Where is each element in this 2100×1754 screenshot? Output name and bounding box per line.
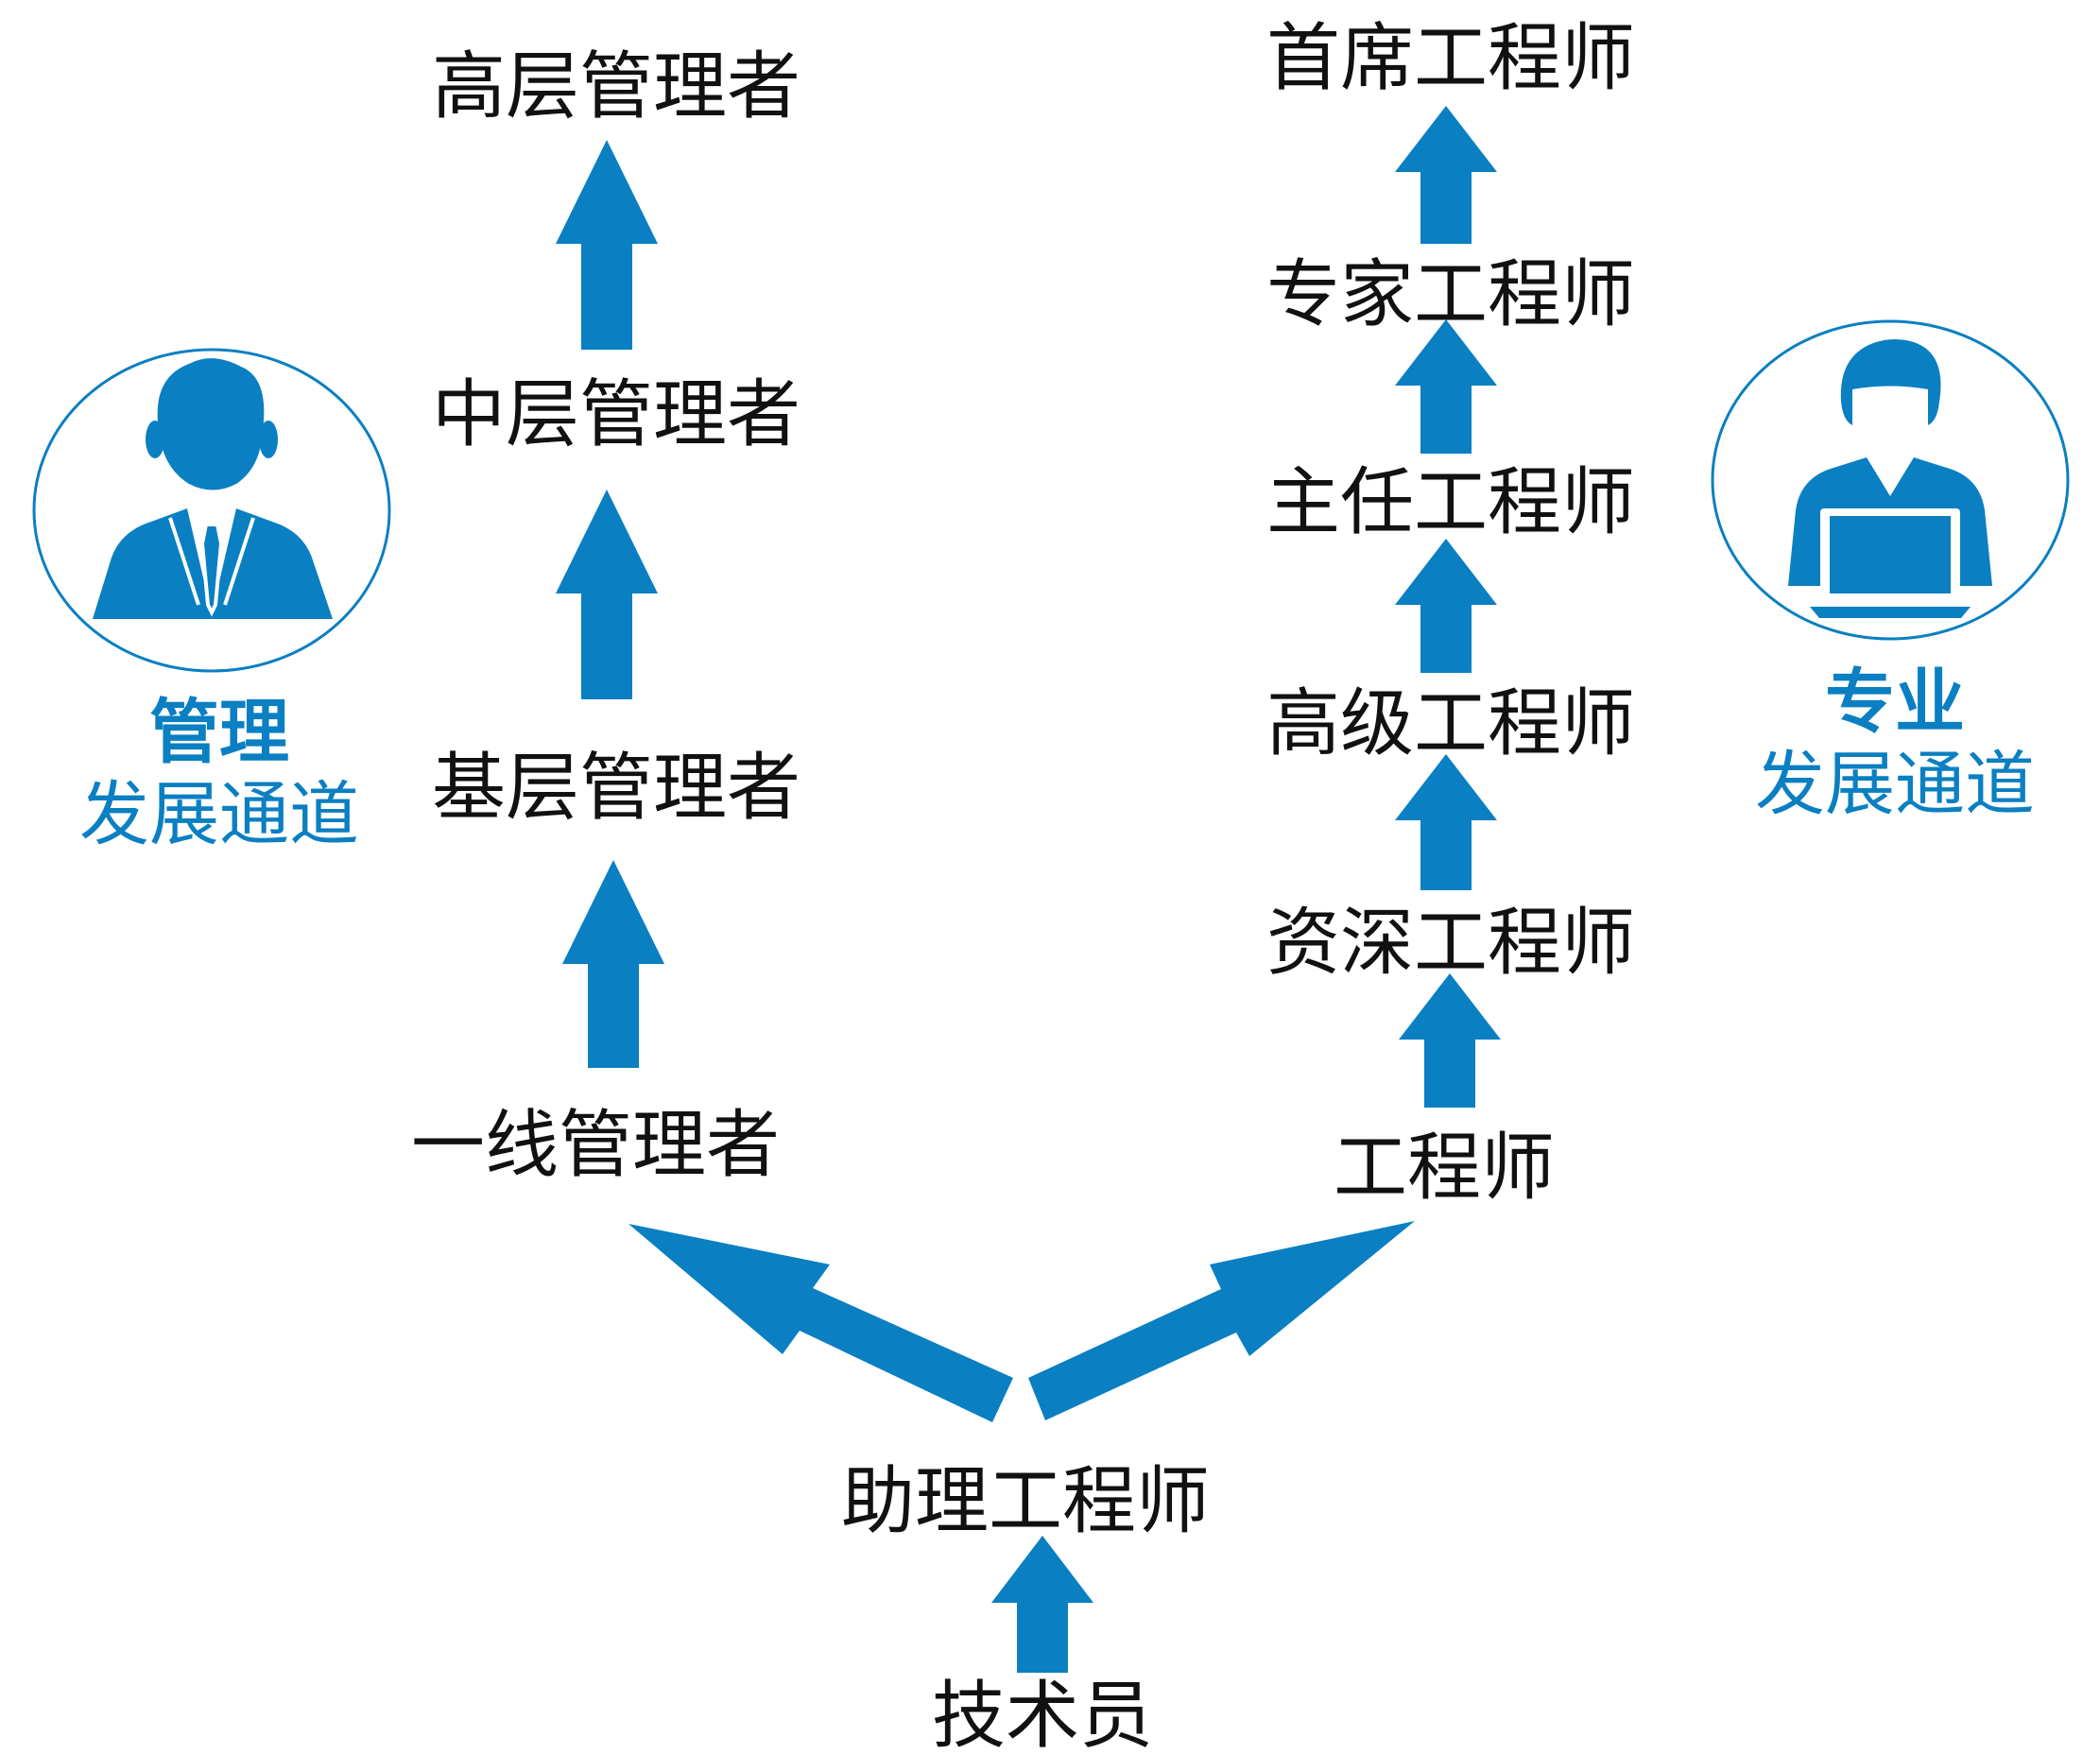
branch-arrows	[628, 1221, 1415, 1422]
arrow-up-icon	[562, 860, 664, 1068]
arrow-up-icon	[1395, 319, 1497, 454]
management-step-3: 中层管理者	[432, 372, 800, 457]
management-step-2: 基层管理者	[432, 746, 800, 831]
professional-step-3: 高级工程师	[1266, 681, 1635, 766]
common-step-1: 技术员	[932, 1674, 1153, 1754]
branch-arrow-right-icon	[1028, 1221, 1415, 1420]
arrow-up-icon	[556, 140, 658, 350]
management-track-badge: 管理 发展通道	[32, 348, 391, 855]
arrow-up-icon	[556, 490, 658, 699]
professional-step-1: 工程师	[1334, 1126, 1555, 1211]
professional-step-2: 资深工程师	[1266, 901, 1635, 986]
management-arrows	[556, 140, 664, 1068]
arrow-up-icon	[1395, 754, 1497, 890]
professional-track-badge: 专业 发展通道	[1711, 319, 2070, 825]
arrow-up-icon	[991, 1536, 1093, 1673]
arrow-up-icon	[1395, 106, 1497, 244]
arrow-up-icon	[1395, 539, 1497, 673]
management-step-4: 高层管理者	[432, 44, 800, 129]
management-icon-circle	[32, 348, 391, 673]
management-track-subtitle: 发展通道	[79, 774, 359, 855]
entry-arrow	[991, 1536, 1093, 1673]
management-step-1: 一线管理者	[411, 1103, 780, 1188]
management-track-title: 管理	[149, 692, 289, 773]
professional-icon-circle	[1711, 319, 2070, 641]
professional-track-subtitle: 发展通道	[1755, 744, 2035, 825]
laptop-user-icon	[1788, 339, 1992, 618]
professional-step-4: 主任工程师	[1266, 460, 1635, 545]
arrow-up-icon	[1399, 973, 1501, 1108]
branch-arrow-left-icon	[628, 1224, 1013, 1422]
common-step-2: 助理工程师	[841, 1459, 1210, 1544]
professional-arrows	[1395, 106, 1501, 1108]
manager-icon	[93, 358, 333, 619]
professional-step-6: 首席工程师	[1266, 16, 1635, 101]
professional-step-5: 专家工程师	[1266, 252, 1635, 337]
professional-track-title: 专业	[1825, 662, 1965, 743]
